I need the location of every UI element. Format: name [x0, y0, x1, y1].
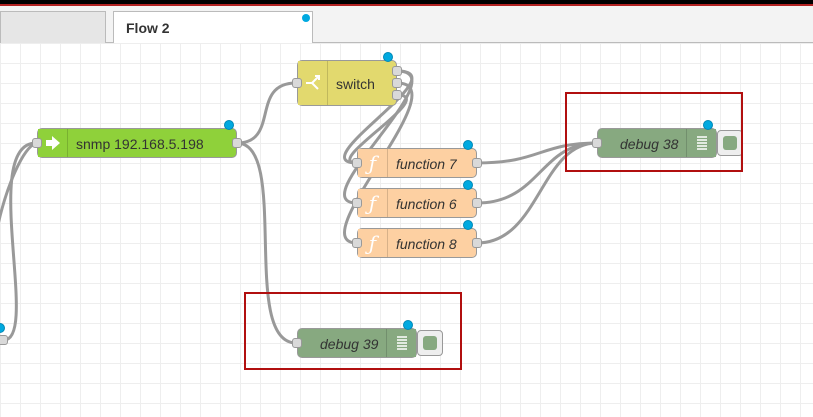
switch-input-port[interactable]	[292, 78, 302, 88]
top-bar	[0, 0, 813, 6]
switch-node-label: switch	[336, 76, 375, 92]
switch-output-port-1[interactable]	[392, 66, 402, 76]
function-icon: ƒ	[358, 149, 388, 177]
debug-39-node[interactable]: debug 39	[297, 328, 417, 358]
function-8-output-port[interactable]	[472, 238, 482, 248]
debug-38-label: debug 38	[620, 136, 679, 152]
function-icon: ƒ	[358, 229, 388, 257]
wire[interactable]	[236, 81, 297, 145]
debug-38-input-port[interactable]	[592, 138, 602, 148]
debug-toggle-indicator	[423, 336, 437, 350]
function-8-node[interactable]: ƒ function 8	[357, 228, 477, 258]
switch-icon	[298, 61, 328, 105]
debug-38-changed-dot	[703, 120, 713, 130]
debug-38-node[interactable]: debug 38	[597, 128, 717, 158]
wire[interactable]	[343, 69, 414, 205]
tab-label: Flow 2	[126, 20, 170, 36]
debug-toggle-indicator	[723, 136, 737, 150]
tab-flow-1[interactable]	[0, 11, 106, 43]
snmp-changed-dot	[224, 120, 234, 130]
wires-layer	[0, 69, 598, 345]
tab-flow-2[interactable]: Flow 2	[113, 11, 313, 44]
function-6-changed-dot	[463, 180, 473, 190]
debug-list-icon	[386, 329, 416, 357]
snmp-output-port[interactable]	[232, 138, 242, 148]
switch-output-port-3[interactable]	[392, 90, 402, 100]
switch-changed-dot	[383, 52, 393, 62]
snmp-input-port[interactable]	[32, 138, 42, 148]
debug-list-icon	[686, 129, 716, 157]
wire[interactable]	[476, 141, 598, 245]
tab-changed-indicator	[302, 14, 310, 22]
function-6-node[interactable]: ƒ function 6	[357, 188, 477, 218]
debug-39-changed-dot	[403, 320, 413, 330]
function-7-output-port[interactable]	[472, 158, 482, 168]
snmp-node[interactable]: snmp 192.168.5.198	[37, 128, 237, 158]
debug-38-toggle-button[interactable]	[717, 130, 743, 156]
function-8-changed-dot	[463, 220, 473, 230]
wire[interactable]	[348, 93, 408, 165]
function-7-changed-dot	[463, 140, 473, 150]
debug-39-input-port[interactable]	[292, 338, 302, 348]
highlight-box	[565, 92, 743, 172]
switch-node[interactable]: switch	[297, 60, 397, 106]
offscreen-node-port[interactable]	[0, 335, 8, 345]
function-6-label: function 6	[396, 196, 457, 212]
arrow-right-icon	[38, 129, 68, 157]
workspace-tabs: Flow 2	[0, 6, 813, 44]
function-6-output-port[interactable]	[472, 198, 482, 208]
function-7-label: function 7	[396, 156, 457, 172]
highlight-box	[244, 292, 462, 370]
snmp-node-label: snmp 192.168.5.198	[76, 136, 204, 152]
wire[interactable]	[236, 141, 297, 345]
function-8-input-port[interactable]	[352, 238, 362, 248]
function-8-label: function 8	[396, 236, 457, 252]
wire[interactable]	[3, 141, 37, 342]
switch-output-port-2[interactable]	[392, 78, 402, 88]
wire[interactable]	[0, 141, 37, 344]
flow-canvas[interactable]: snmp 192.168.5.198 document.currentScrip…	[0, 43, 813, 417]
function-icon: ƒ	[358, 189, 388, 217]
function-6-input-port[interactable]	[352, 198, 362, 208]
debug-39-toggle-button[interactable]	[417, 330, 443, 356]
function-7-input-port[interactable]	[352, 158, 362, 168]
debug-39-label: debug 39	[320, 336, 379, 352]
function-7-node[interactable]: ƒ function 7	[357, 148, 477, 178]
